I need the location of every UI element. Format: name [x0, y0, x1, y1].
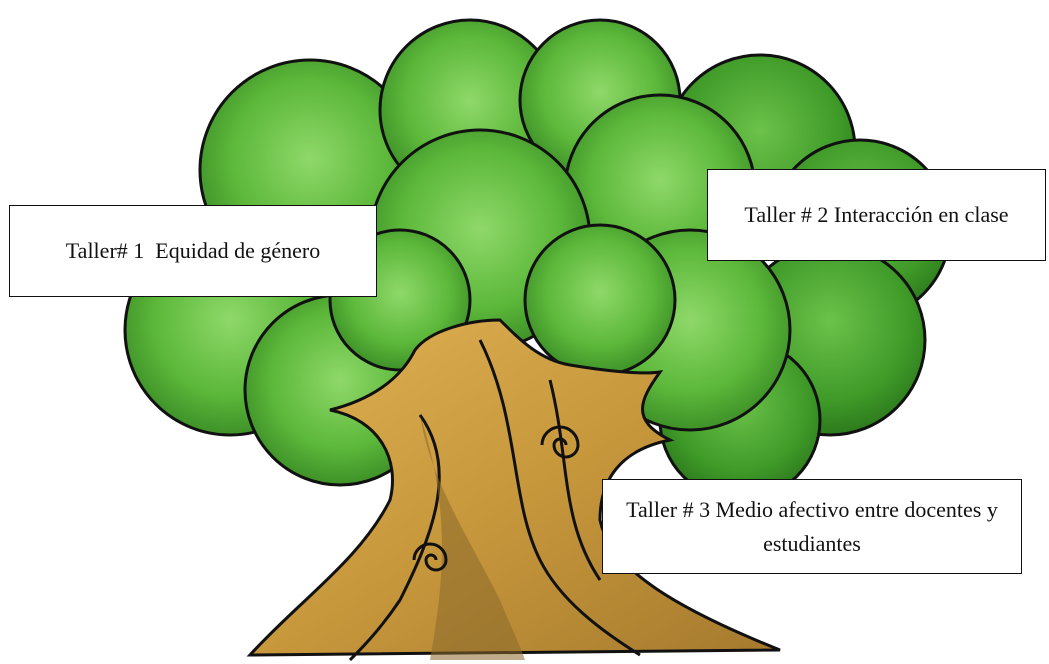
label-taller-2: Taller # 2 Interacción en clase	[707, 169, 1046, 261]
label-taller-1: Taller# 1 Equidad de género	[9, 205, 377, 297]
label-taller-3: Taller # 3 Medio afectivo entre docentes…	[602, 479, 1022, 574]
tree-trunk	[246, 318, 781, 662]
label-taller-1-text: Taller# 1 Equidad de género	[65, 238, 321, 263]
label-taller-3-text: Taller # 3 Medio afectivo entre docentes…	[626, 496, 1004, 556]
label-taller-2-text: Taller # 2 Interacción en clase	[744, 202, 1009, 227]
